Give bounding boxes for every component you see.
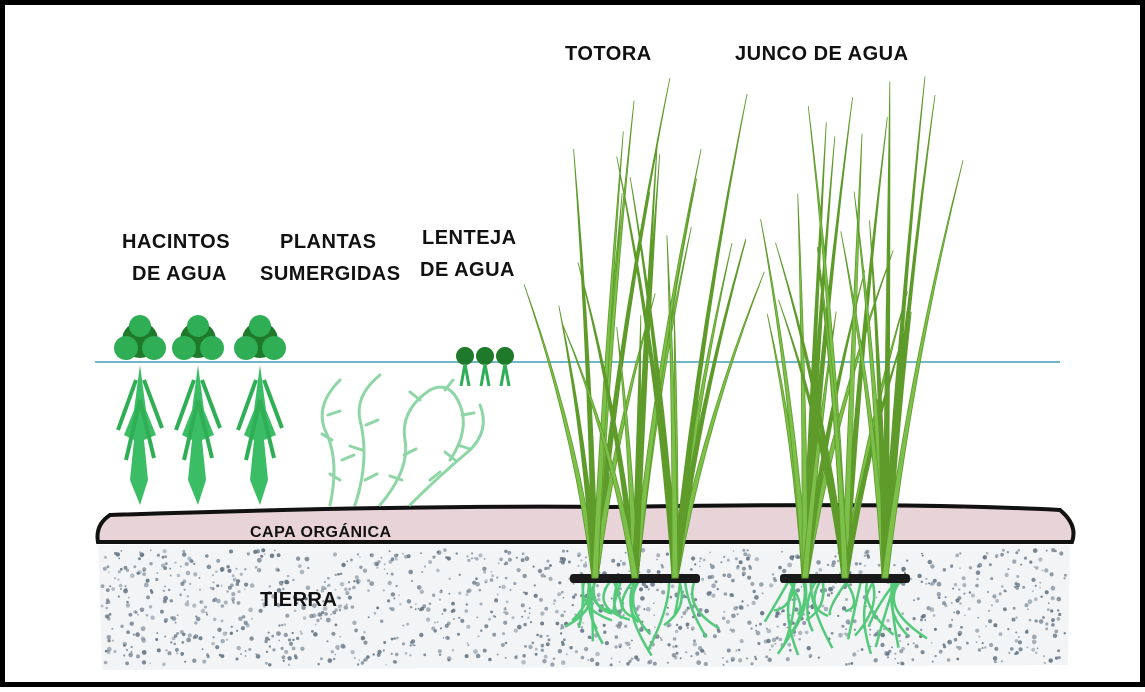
label-capa-organica: CAPA ORGÁNICA — [250, 522, 392, 541]
label-totora: TOTORA — [565, 43, 652, 65]
label-sumergidas-line2: SUMERGIDAS — [260, 263, 401, 285]
hyacinth-plant — [234, 315, 286, 505]
label-sumergidas-line1: PLANTAS — [280, 231, 376, 253]
label-jacintos-line1: HACINTOS — [122, 231, 230, 253]
label-junco-de-agua: JUNCO DE AGUA — [735, 43, 909, 65]
hyacinth-plant — [114, 315, 166, 505]
wetland-diagram-svg: TOTORA JUNCO DE AGUA HACINTOS DE AGUA PL… — [10, 10, 1145, 687]
submerged-plants — [322, 375, 483, 505]
water-hyacinths — [114, 315, 286, 505]
label-tierra: TIERRA — [260, 589, 337, 611]
label-lenteja-line1: LENTEJA — [422, 227, 517, 249]
duckweed-plants — [456, 347, 514, 386]
wetland-diagram: TOTORA JUNCO DE AGUA HACINTOS DE AGUA PL… — [10, 10, 1145, 687]
hyacinth-plant — [172, 315, 224, 505]
label-jacintos-line2: DE AGUA — [132, 263, 227, 285]
label-lenteja-line2: DE AGUA — [420, 259, 515, 281]
